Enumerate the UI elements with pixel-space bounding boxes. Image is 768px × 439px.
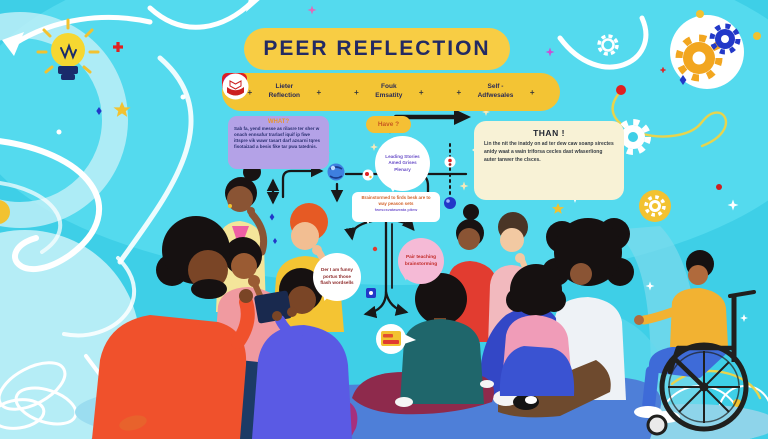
than-speech-bubble: THAN ! Lin the nit the inatdy on ad ter … <box>472 121 624 200</box>
legend-item-listen-reflection: Lieter Reflection <box>268 83 301 99</box>
legend-plus: + <box>316 87 322 97</box>
person-woman-red-shirt-bun <box>446 204 502 342</box>
how-pill: Have ? <box>366 116 411 133</box>
brainstorm-text: Brainstormed to firds besk are to way pe… <box>361 195 431 207</box>
than-body: Lin the nit the inatdy on ad ter dew caw… <box>484 141 614 163</box>
pair-teaching-bubble: Pair teaching brainstorming <box>398 238 444 284</box>
legend-item-self-assess: Self - Adfwesales <box>477 83 514 99</box>
what-body: Sab fa, yend messe as rilasre ter sher w… <box>234 126 321 150</box>
ball-node-icon <box>444 197 456 209</box>
envelope-bubble-icon <box>376 324 416 354</box>
than-heading: THAN ! <box>533 128 565 138</box>
legend-item-peer-empathy: Fouk Emsatity <box>375 83 403 99</box>
legend-plus: + <box>456 87 462 97</box>
people-group <box>92 163 756 439</box>
legend-plus: + <box>247 87 253 97</box>
methods-bubble: Leading Stories Amed Grises Plenary <box>375 136 430 192</box>
brainstorm-subtext: fwescsvataweata pitew <box>374 207 418 213</box>
brainstorm-box: Brainstormed to firds besk are to way pe… <box>352 192 440 224</box>
legend-plus: + <box>354 87 359 97</box>
page-title: PEER REFLECTION <box>244 28 510 70</box>
notes-bubble: Der I am funny portus those flash wordse… <box>313 253 361 301</box>
person-man-purple-shirt-tablet <box>252 268 358 439</box>
what-heading: WHAT? <box>267 119 290 125</box>
lightbulb-icon <box>36 18 100 80</box>
person-man-yellow-sweater-wheelchair <box>634 250 756 436</box>
flow-nodes <box>327 156 456 298</box>
gear-badge-icon <box>639 190 671 222</box>
legend-plus: + <box>529 87 535 97</box>
person-woman-pink-top-front <box>499 264 575 396</box>
person-man-afro-orange-shirt <box>92 216 313 439</box>
gears-icon <box>597 15 744 155</box>
legend-bar: + Lieter Reflection + + Fouk Emsatity + … <box>222 73 560 111</box>
yellow-squiggles <box>611 90 762 400</box>
legend-plus: + <box>418 87 424 97</box>
what-speech-bubble: WHAT? Sab fa, yend messe as rilasre ter … <box>228 116 329 169</box>
person-boy-teal-shirt-back <box>352 273 494 415</box>
